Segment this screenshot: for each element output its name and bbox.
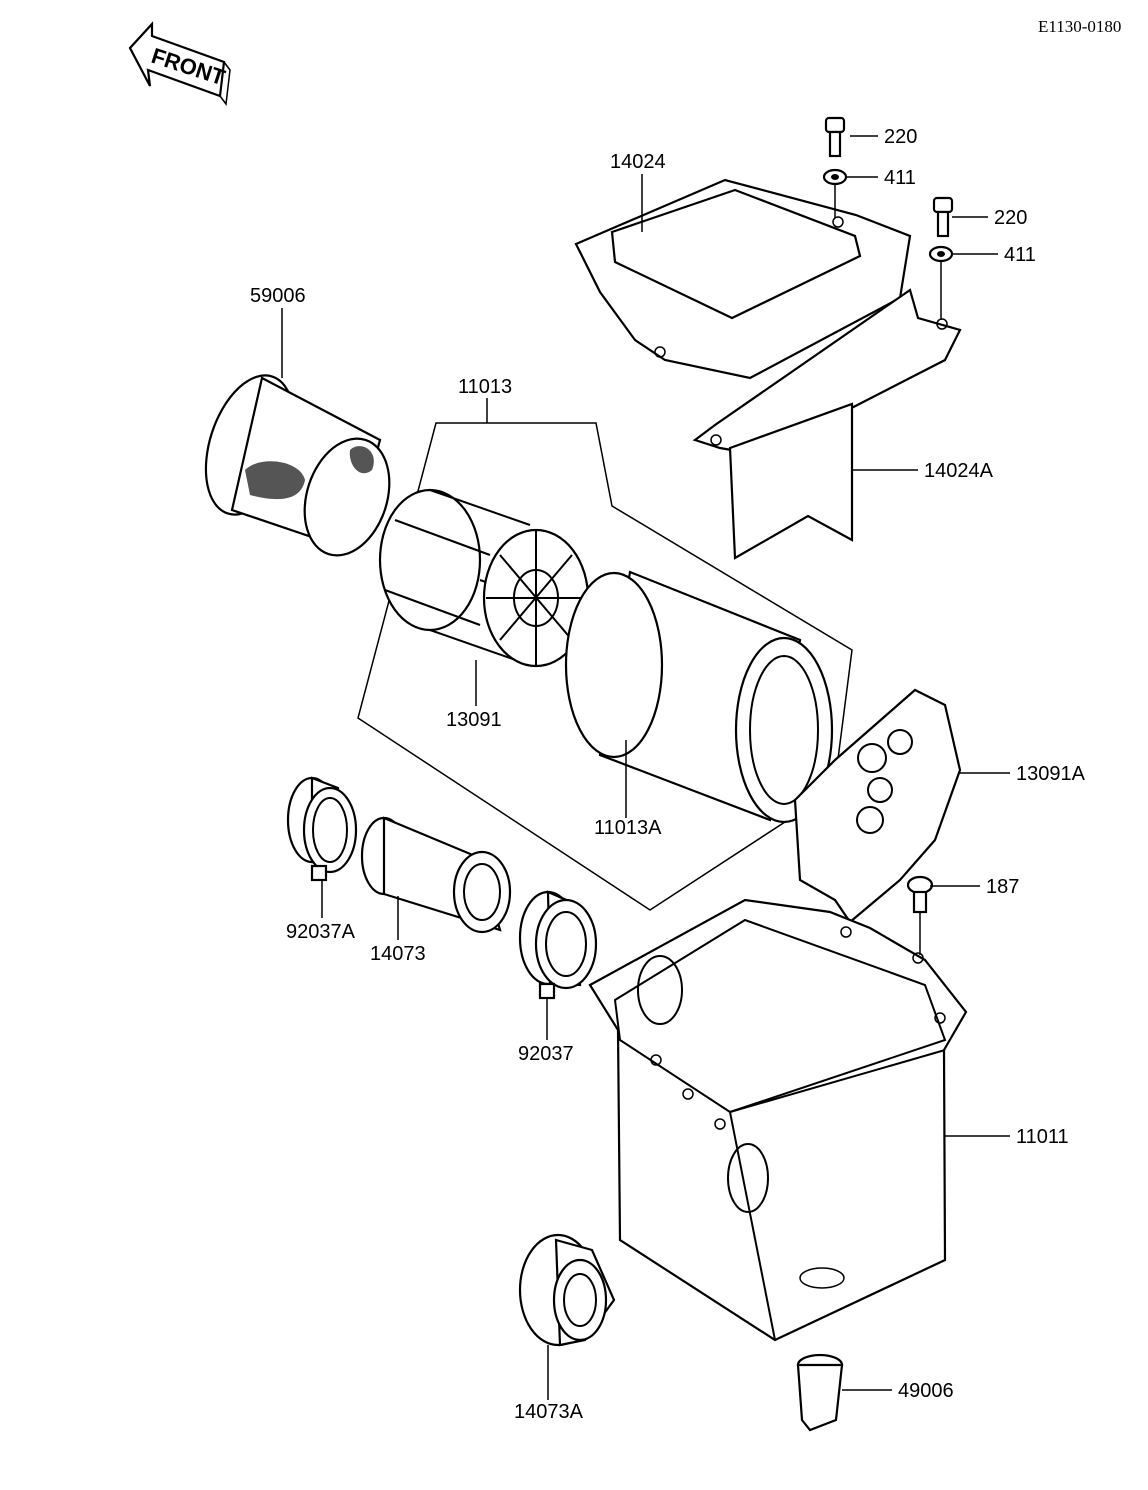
bolt-220-lower <box>932 196 954 238</box>
label-11011: 11011 <box>1016 1126 1069 1148</box>
pre-filter-screen-59006 <box>204 374 391 557</box>
label-14024A: 14024A <box>924 460 994 482</box>
label-14024: 14024 <box>610 151 666 173</box>
label-14073A: 14073A <box>514 1401 584 1423</box>
washer-411-lower <box>928 245 954 263</box>
duct-plate-14024A <box>692 288 962 560</box>
leader-lines <box>281 135 1010 1400</box>
washer-411-upper <box>822 168 848 186</box>
label-11013A: 11013A <box>594 817 662 839</box>
label-49006: 49006 <box>898 1380 954 1402</box>
clamp-band-92037 <box>518 890 598 1000</box>
drain-boot-14073A <box>518 1233 616 1347</box>
air-cleaner-case-11011 <box>588 898 968 1342</box>
label-13091A: 13091A <box>1016 763 1086 785</box>
filter-element-11013A <box>564 570 834 824</box>
gasket-plate-13091A <box>793 688 962 924</box>
screw-187 <box>906 875 934 914</box>
label-59006: 59006 <box>250 285 306 307</box>
label-411-upper: 411 <box>884 167 916 189</box>
filter-cage-13091 <box>378 488 590 668</box>
inlet-duct-14073 <box>360 816 512 934</box>
drain-cap-49006 <box>796 1353 844 1432</box>
assembly-outline-11013 <box>357 422 853 911</box>
label-220-lower: 220 <box>994 207 1027 229</box>
label-220-upper: 220 <box>884 126 917 148</box>
cover-plate-14024 <box>574 178 912 380</box>
label-411-lower: 411 <box>1004 244 1036 266</box>
label-92037A: 92037A <box>286 921 356 943</box>
label-92037: 92037 <box>518 1043 574 1065</box>
document-code: E1130-0180 <box>1038 17 1121 36</box>
bolt-220-upper <box>824 116 846 158</box>
clamp-band-92037A <box>286 776 358 882</box>
label-11013: 11013 <box>458 376 512 398</box>
label-187: 187 <box>986 876 1019 898</box>
label-13091: 13091 <box>446 709 502 731</box>
front-direction-arrow: FRONT <box>128 21 231 106</box>
label-14073: 14073 <box>370 943 426 965</box>
